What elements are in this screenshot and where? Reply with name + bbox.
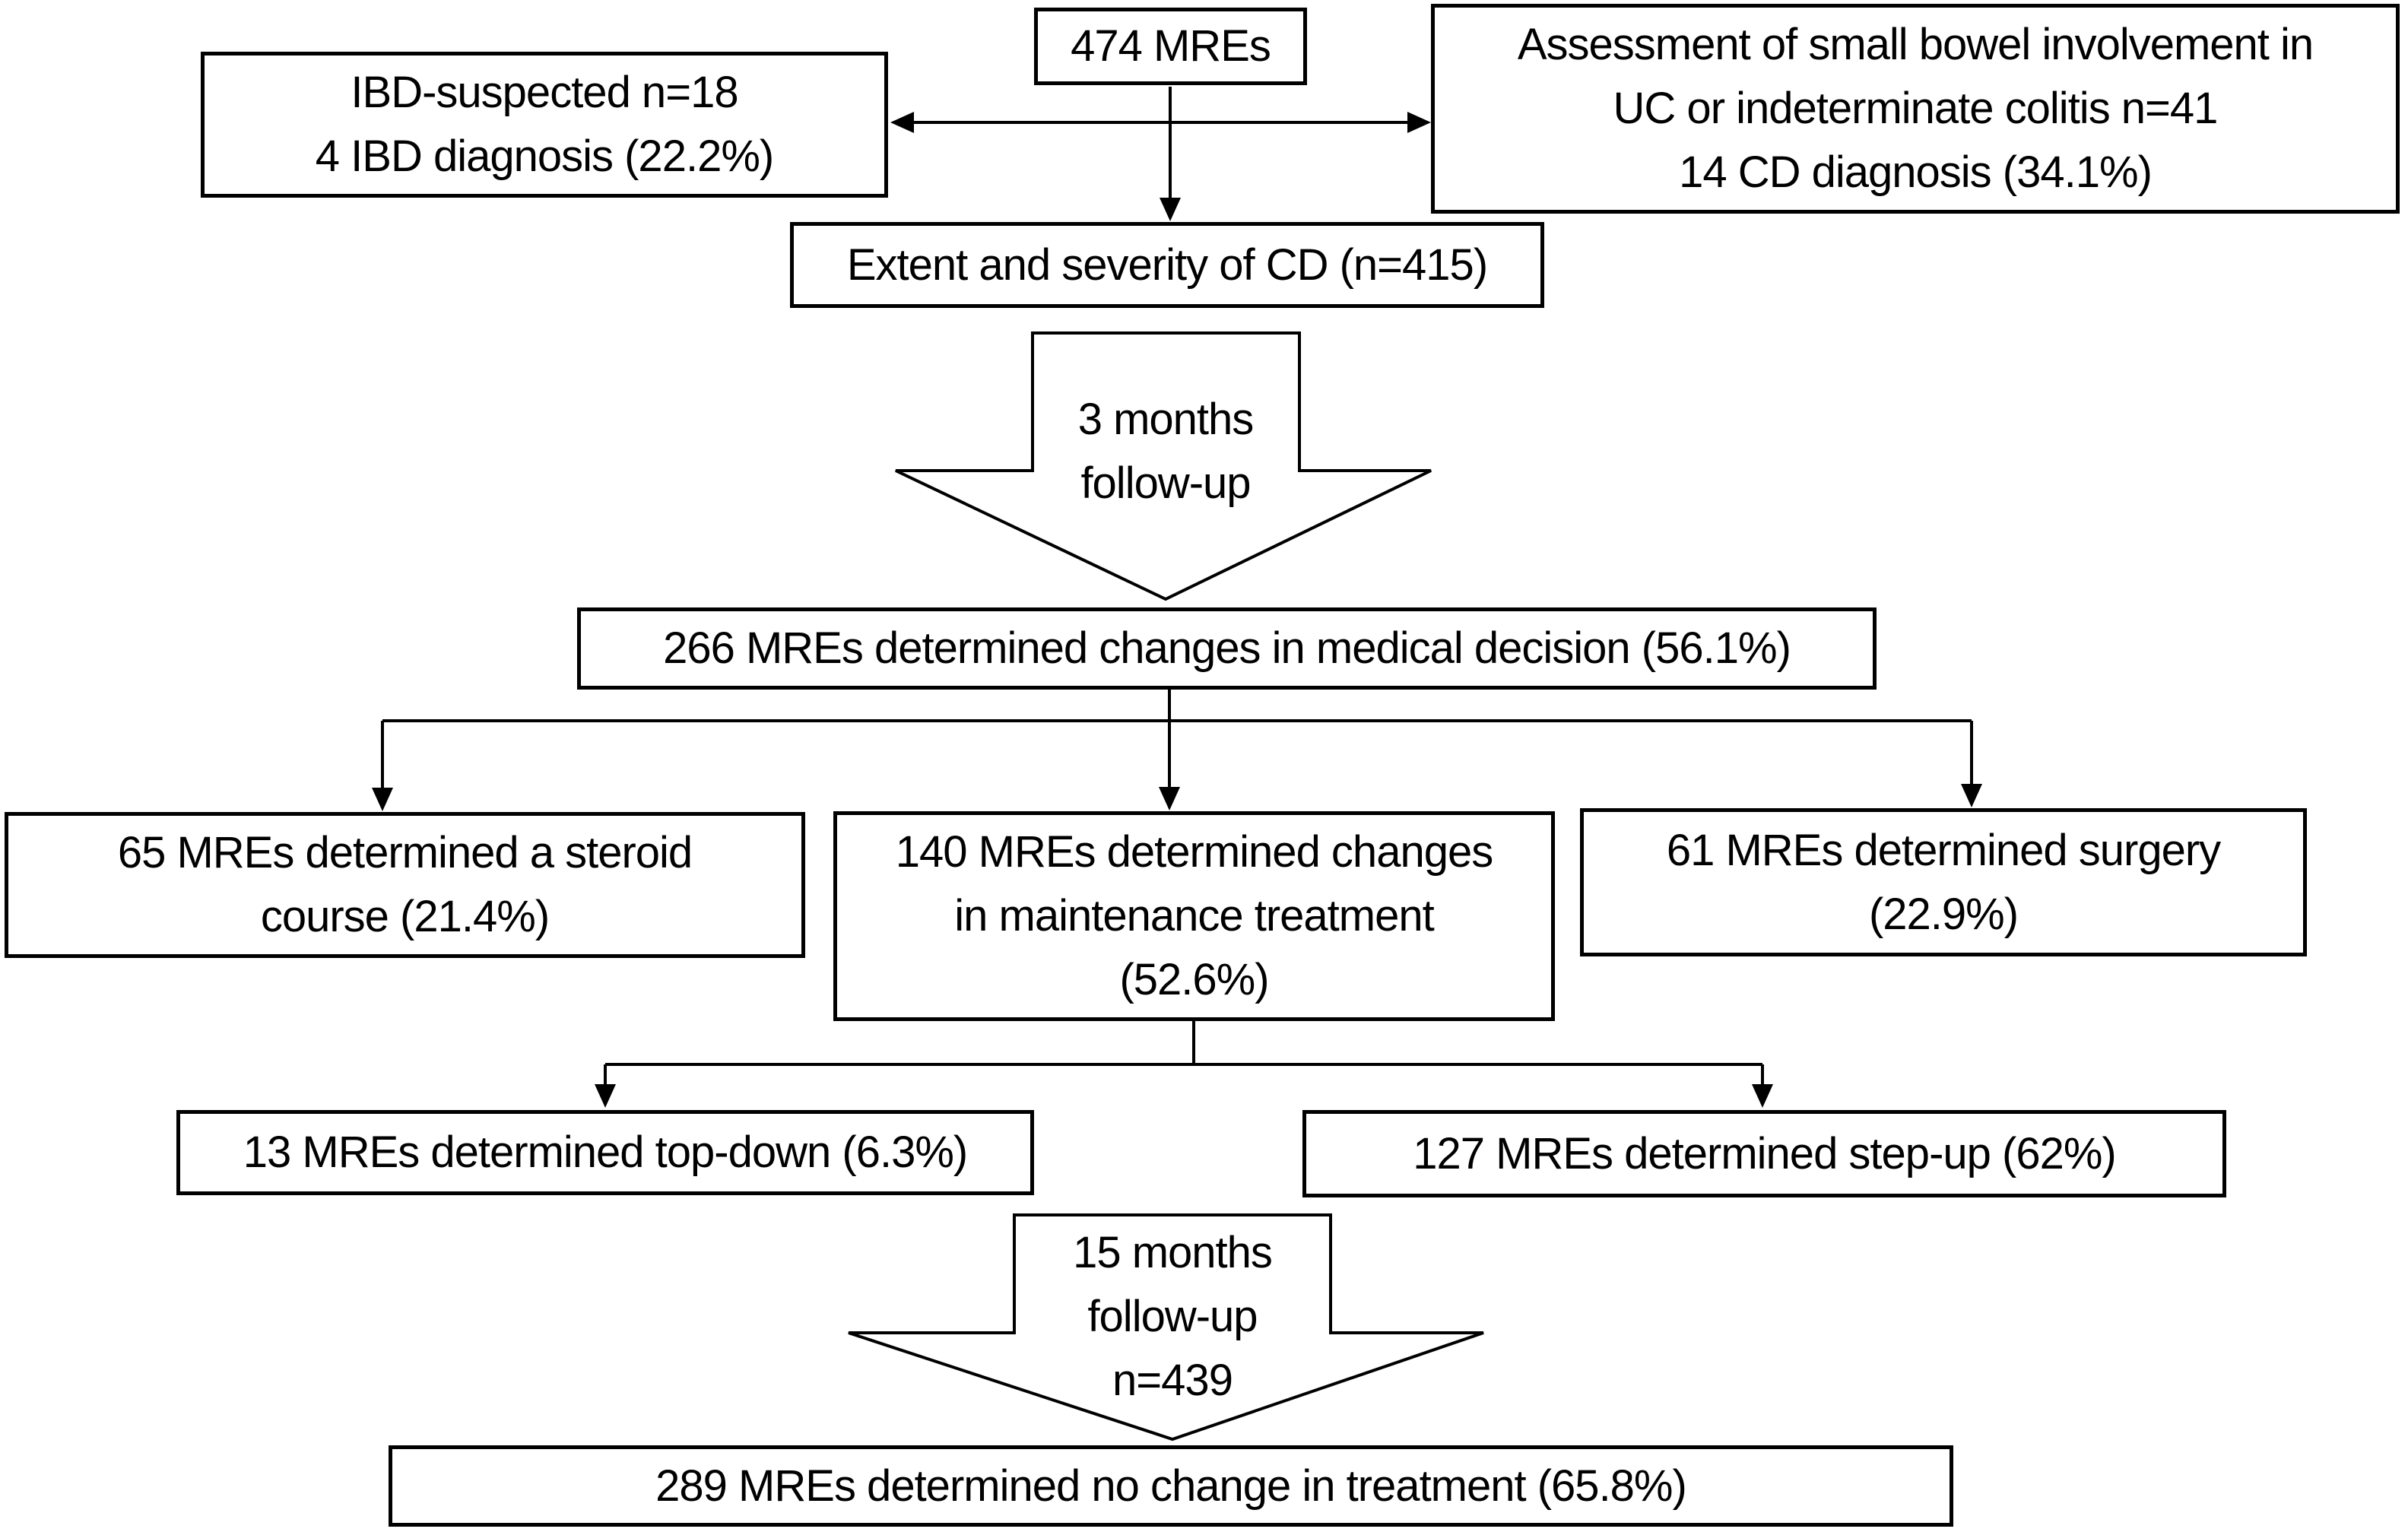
box-assessment-uc-colitis: Assessment of small bowel involvement in…: [1431, 4, 2400, 214]
box-surgery: 61 MREs determined surgery (22.9%): [1580, 808, 2307, 956]
arrowhead-steroid: [372, 788, 393, 811]
arrowhead-stepup: [1752, 1084, 1773, 1108]
box-474-mres: 474 MREs: [1034, 8, 1307, 85]
box-extent-severity-cd: Extent and severity of CD (n=415): [790, 222, 1544, 308]
arrowhead-down-extent: [1160, 198, 1181, 221]
label-3-months-follow-up: 3 months follow-up: [1077, 395, 1255, 508]
arrowhead-left-ibd: [890, 112, 914, 133]
box-no-change-treatment: 289 MREs determined no change in treatme…: [389, 1445, 1953, 1527]
label-15-months-follow-up: 15 months follow-up n=439: [1073, 1228, 1273, 1405]
arrowhead-right-assessment: [1407, 112, 1431, 133]
arrowhead-topdown: [595, 1084, 616, 1108]
box-maintenance-treatment: 140 MREs determined changes in maintenan…: [833, 811, 1555, 1021]
arrowhead-surgery: [1961, 784, 1982, 807]
block-arrow-15-months: [848, 1213, 1484, 1442]
arrowhead-maintenance: [1159, 787, 1180, 810]
box-steroid-course: 65 MREs determined a steroid course (21.…: [5, 812, 805, 958]
box-step-up: 127 MREs determined step-up (62%): [1302, 1110, 2226, 1197]
box-ibd-suspected: IBD-suspected n=18 4 IBD diagnosis (22.2…: [201, 52, 888, 198]
box-medical-decision: 266 MREs determined changes in medical d…: [577, 607, 1877, 690]
box-top-down: 13 MREs determined top-down (6.3%): [176, 1110, 1034, 1195]
block-arrow-3-months: [895, 331, 1432, 601]
